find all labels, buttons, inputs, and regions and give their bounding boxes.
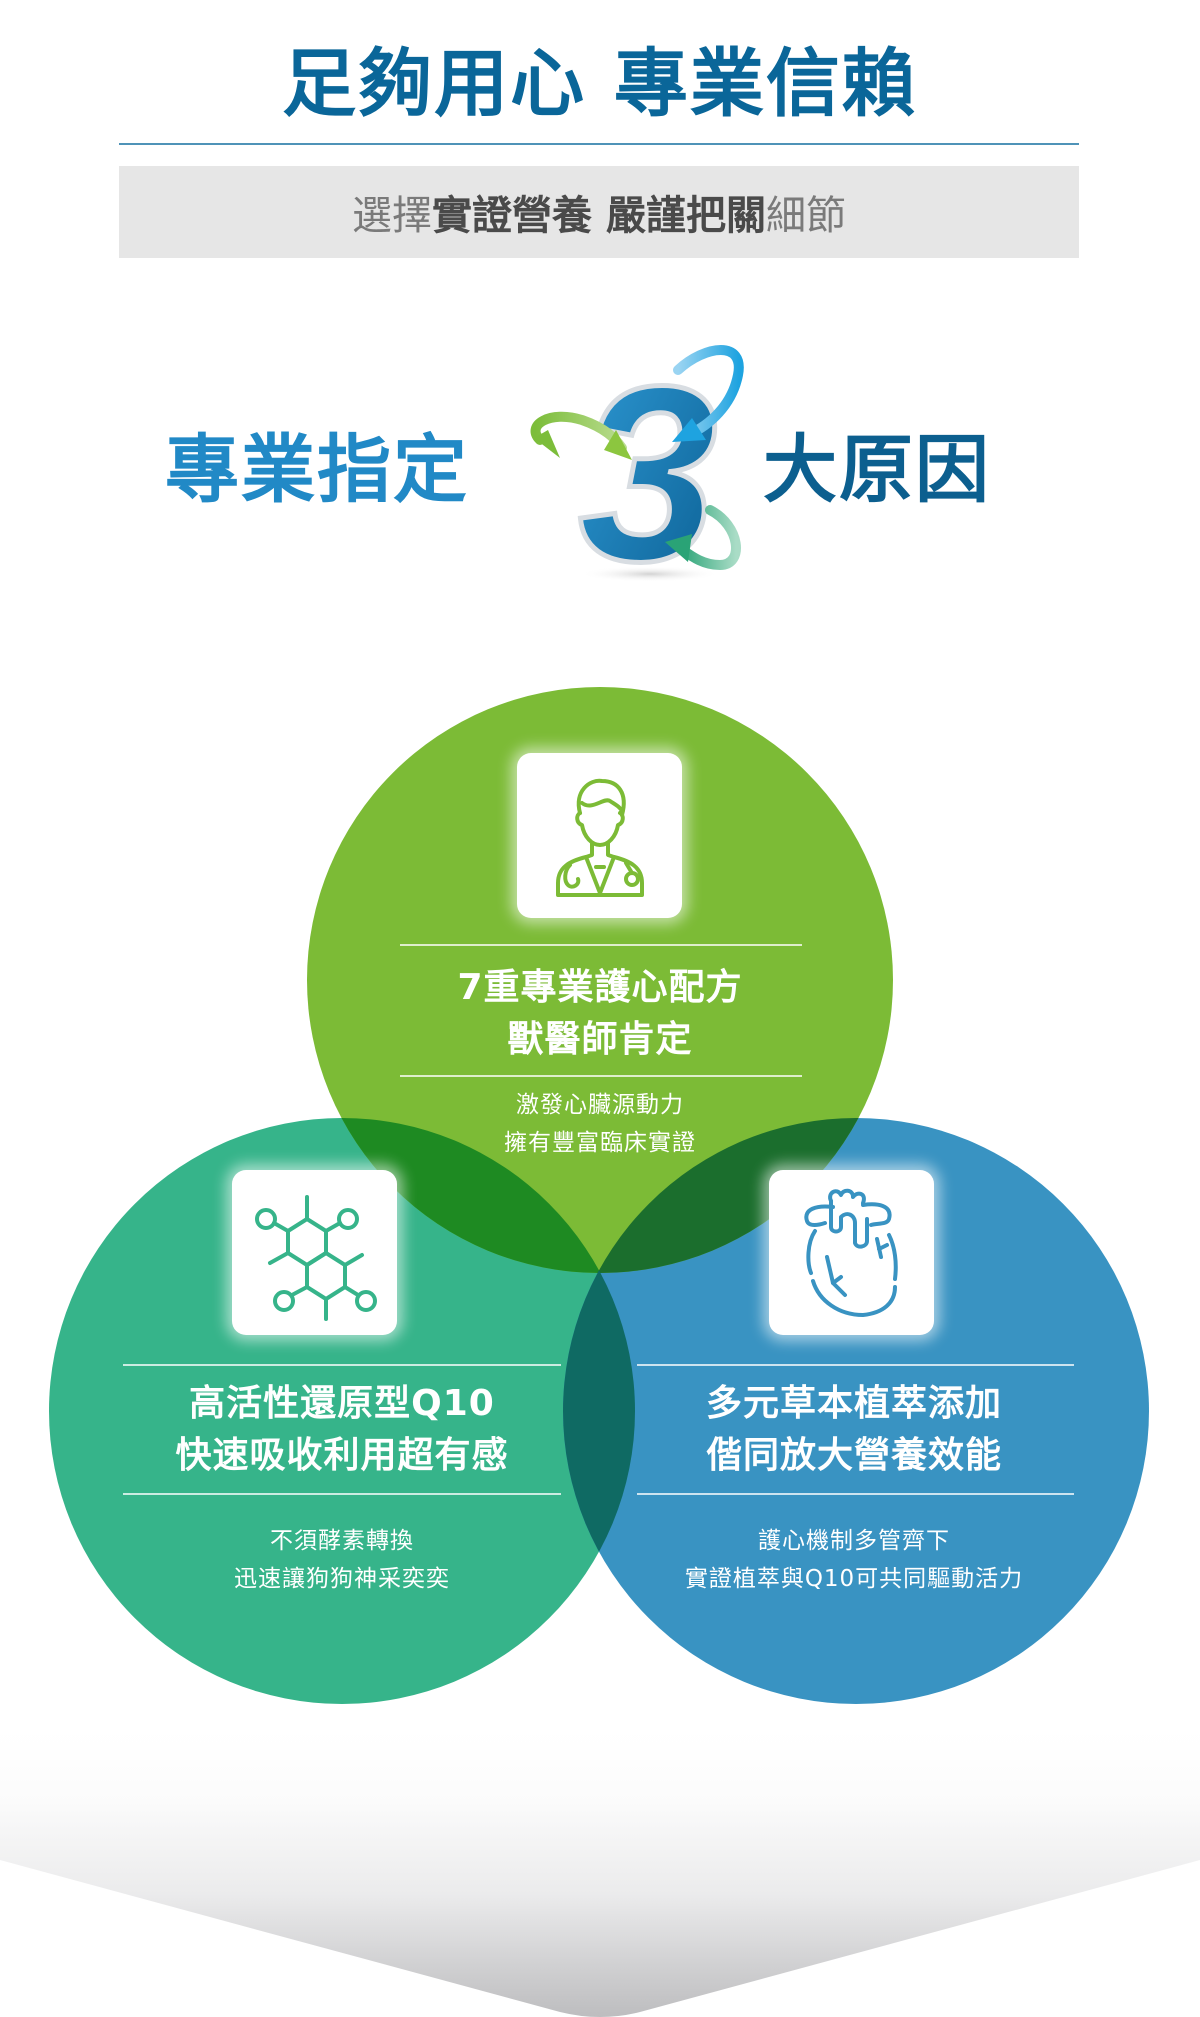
reason-3-title-line2: 偕同放大營養效能	[705, 1435, 1002, 1476]
reason-3-desc-line1: 護心機制多管齊下	[758, 1528, 950, 1554]
reason-1-divider-bottom	[400, 1075, 802, 1077]
headline-divider	[119, 143, 1079, 145]
reasons-title-right: 大原因	[763, 427, 991, 513]
reason-1-title: 7重專業護心配方 獸醫師肯定	[360, 962, 840, 1066]
subtitle-part-light-end: 細節	[765, 193, 846, 239]
subtitle-banner: 選擇實證營養 嚴謹把關細節	[119, 166, 1079, 258]
reason-3-title-line1: 多元草本植萃添加	[705, 1383, 1002, 1424]
reason-1-desc-line2: 擁有豐富臨床實證	[504, 1130, 696, 1156]
reason-2-title-line2: 快速吸收利用超有感	[175, 1435, 509, 1476]
molecule-icon-box	[232, 1170, 397, 1335]
reason-2-divider-top	[123, 1364, 561, 1366]
reason-1-divider-top	[400, 944, 802, 946]
reasons-title-left: 專業指定	[165, 427, 469, 513]
reason-3-divider-bottom	[637, 1493, 1074, 1495]
reason-3-title: 多元草本植萃添加 偕同放大營養效能	[612, 1378, 1096, 1482]
reason-3-description: 護心機制多管齊下 實證植萃與Q10可共同驅動活力	[612, 1522, 1096, 1598]
molecule-icon	[254, 1194, 377, 1321]
reason-1-title-line1: 7重專業護心配方	[457, 967, 743, 1008]
heart-icon	[803, 1188, 898, 1317]
reason-1-description: 激發心臟源動力 擁有豐富臨床實證	[360, 1086, 840, 1162]
reason-2-divider-bottom	[123, 1493, 561, 1495]
reason-2-desc-line2: 迅速讓狗狗神采奕奕	[234, 1566, 450, 1592]
doctor-icon	[555, 778, 644, 897]
doctor-icon-box	[517, 753, 682, 918]
page-headline: 足夠用心 專業信賴	[282, 41, 918, 127]
circle-left-teal	[49, 1118, 635, 1704]
heart-icon-box	[769, 1170, 934, 1335]
bottom-chevron-decoration	[0, 1710, 1200, 2017]
reason-2-title-line1: 高活性還原型Q10	[189, 1383, 495, 1424]
reason-2-desc-line1: 不須酵素轉換	[270, 1528, 414, 1554]
reason-3-desc-line2: 實證植萃與Q10可共同驅動活力	[684, 1566, 1024, 1592]
reason-2-description: 不須酵素轉換 迅速讓狗狗神采奕奕	[100, 1522, 584, 1598]
subtitle-part-light: 選擇	[352, 193, 433, 239]
number-three-arrows-logo: 3	[530, 332, 744, 590]
reason-1-desc-line1: 激發心臟源動力	[516, 1092, 684, 1118]
reason-3-divider-top	[637, 1364, 1074, 1366]
circle-right-blue	[563, 1118, 1149, 1704]
reason-1-title-line2: 獸醫師肯定	[507, 1019, 693, 1060]
svg-text:3: 3	[578, 334, 717, 590]
circle-top-green	[307, 687, 893, 1273]
subtitle-part-bold: 實證營養 嚴謹把關	[432, 193, 766, 239]
reason-2-title: 高活性還原型Q10 快速吸收利用超有感	[100, 1378, 584, 1482]
